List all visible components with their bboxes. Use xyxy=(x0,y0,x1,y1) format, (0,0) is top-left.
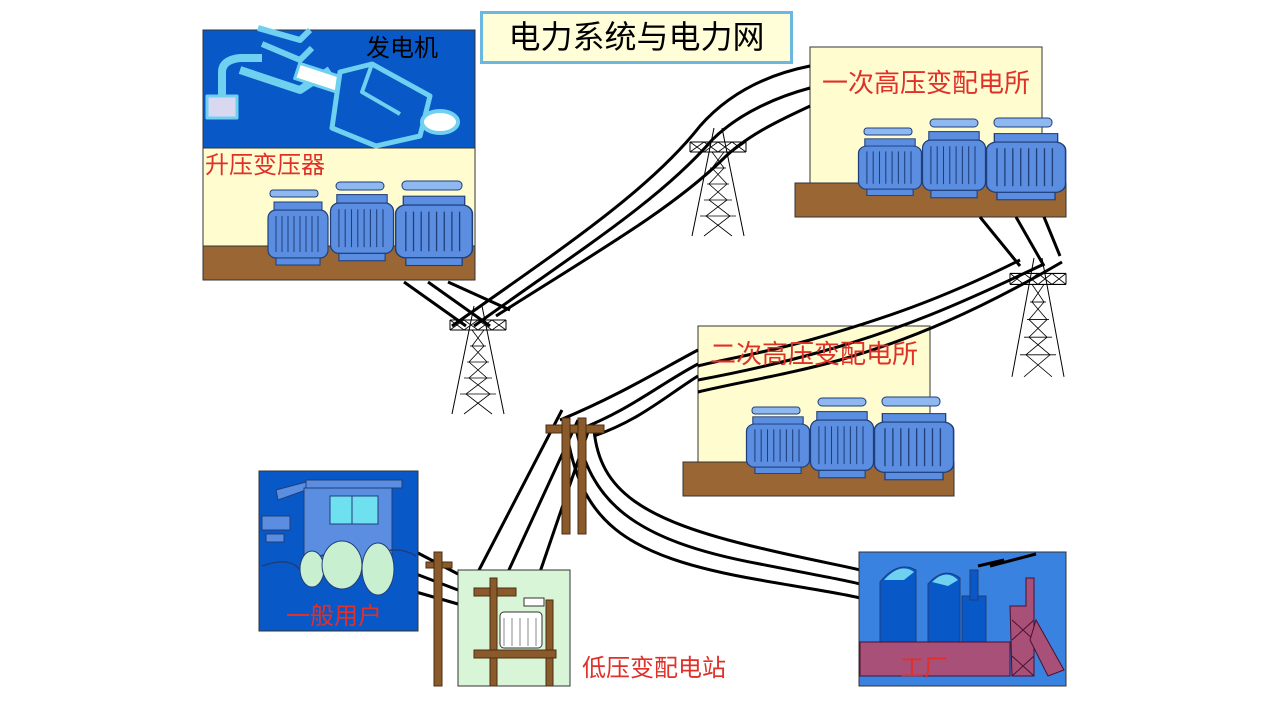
step-up-transformer-label: 升压变压器 xyxy=(205,151,325,179)
house-icon xyxy=(261,479,417,596)
bushing-icons xyxy=(269,180,463,198)
primary-substation-label: 一次高压变配电所 xyxy=(822,69,1031,99)
page-title: 电力系统与电力网 xyxy=(480,11,793,64)
generator-label: 发电机 xyxy=(366,34,438,62)
generator-icon xyxy=(205,25,460,149)
transmission-lines xyxy=(403,64,1063,606)
general-users-label: 一般用户 xyxy=(286,602,382,630)
utility-pole-icon xyxy=(425,551,453,687)
lv-transformer-icon xyxy=(473,577,557,687)
secondary-substation-label: 二次高压变配电所 xyxy=(710,340,919,370)
factory-label-bg xyxy=(859,641,1011,677)
factory-label: 工厂 xyxy=(900,654,948,682)
lv-substation-label: 低压变配电站 xyxy=(582,654,726,682)
factory-icon xyxy=(879,552,1065,677)
utility-pole-icon xyxy=(545,417,605,535)
